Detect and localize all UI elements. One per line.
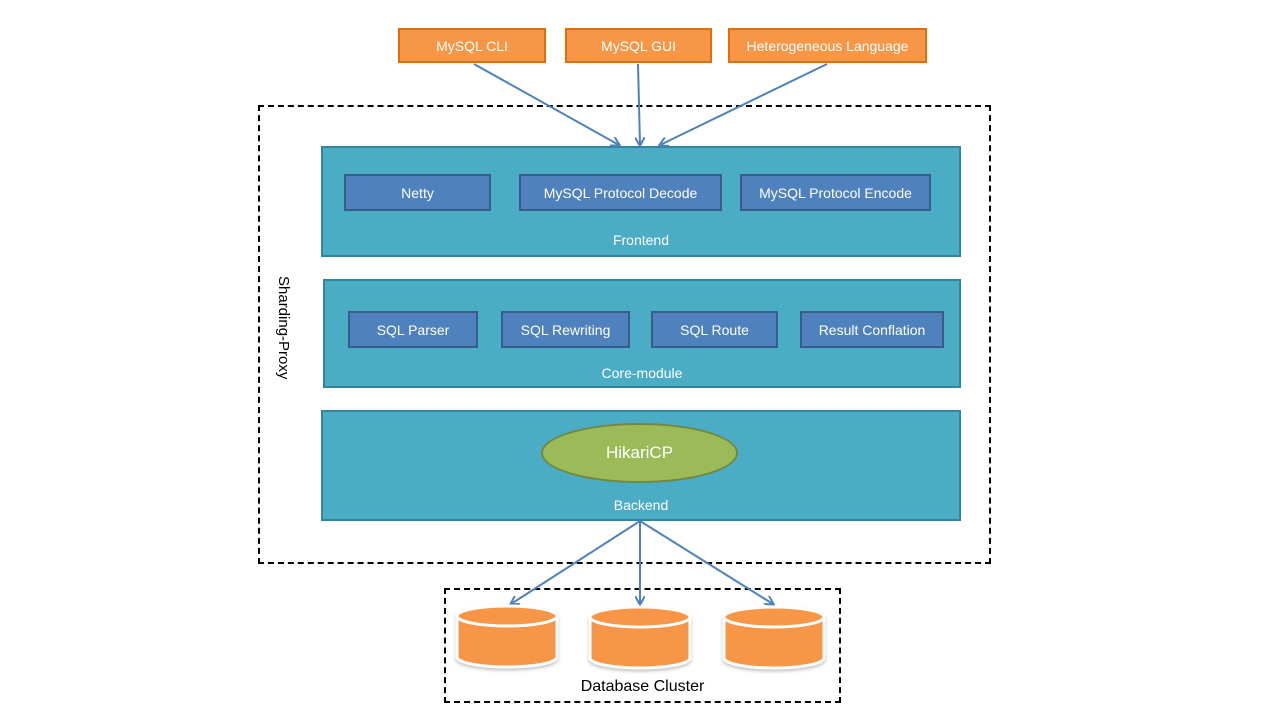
core-module-label: Core-module	[601, 365, 683, 381]
client-mysql-cli: MySQL CLI	[398, 28, 546, 63]
module-label: MySQL Protocol Encode	[759, 184, 912, 201]
hikaricp-pool: HikariCP	[541, 423, 738, 483]
module-label: SQL Parser	[376, 321, 450, 338]
module-label: Result Conflation	[818, 321, 926, 338]
module-label: SQL Rewriting	[520, 321, 611, 338]
module-netty: Netty	[344, 174, 491, 211]
client-label: MySQL GUI	[601, 37, 676, 54]
database-cluster-label: Database Cluster	[580, 678, 705, 695]
module-result-conflation: Result Conflation	[800, 311, 944, 348]
module-protocol-encode: MySQL Protocol Encode	[740, 174, 931, 211]
frontend-label: Frontend	[612, 232, 670, 248]
client-mysql-gui: MySQL GUI	[565, 28, 712, 63]
sharding-proxy-label: Sharding-Proxy	[275, 276, 292, 380]
module-sql-rewriting: SQL Rewriting	[501, 311, 630, 348]
module-sql-route: SQL Route	[651, 311, 778, 348]
module-protocol-decode: MySQL Protocol Decode	[519, 174, 722, 211]
module-label: MySQL Protocol Decode	[543, 184, 698, 201]
module-label: SQL Route	[680, 321, 749, 338]
client-heterogeneous-language: Heterogeneous Language	[728, 28, 927, 63]
backend-label: Backend	[613, 497, 669, 513]
client-label: MySQL CLI	[436, 37, 508, 54]
module-label: Netty	[401, 184, 434, 201]
hikaricp-label: HikariCP	[605, 443, 674, 462]
module-sql-parser: SQL Parser	[348, 311, 478, 348]
client-label: Heterogeneous Language	[746, 37, 909, 54]
